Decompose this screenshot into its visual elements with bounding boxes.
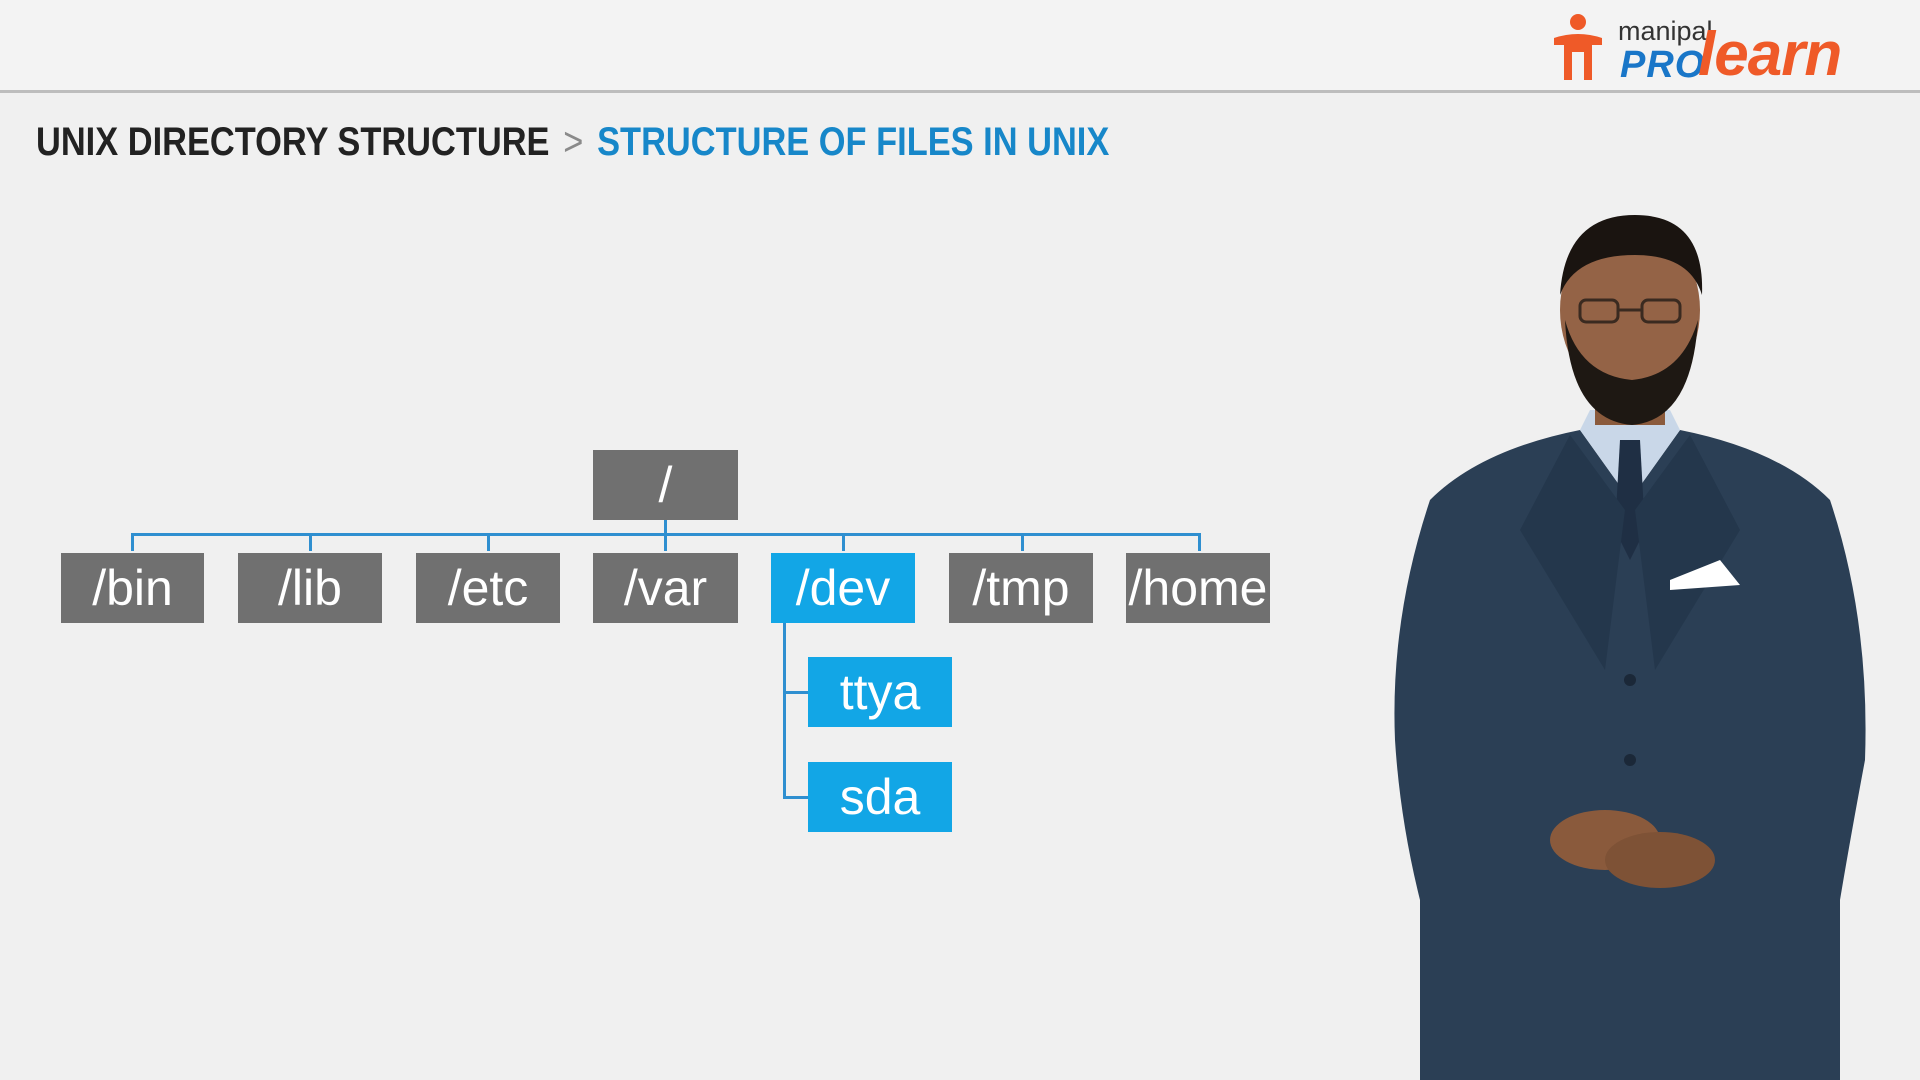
dev-branch-ttya	[783, 691, 808, 694]
logo-text-pro: PRO	[1620, 44, 1706, 86]
tree-node-var[interactable]: /var	[593, 553, 738, 623]
root-connector	[664, 520, 667, 535]
drop-tmp	[1021, 533, 1024, 551]
tree-node-home[interactable]: /home	[1126, 553, 1270, 623]
presenter-image	[1394, 215, 1866, 1080]
drop-home	[1198, 533, 1201, 551]
drop-var	[664, 533, 667, 551]
drop-etc	[487, 533, 490, 551]
tree-node-dev[interactable]: /dev	[771, 553, 915, 623]
tree-node-etc[interactable]: /etc	[416, 553, 560, 623]
drop-dev	[842, 533, 845, 551]
header-bar: manipal PRO learn	[0, 0, 1920, 90]
mascot-icon	[1554, 14, 1602, 80]
drop-lib	[309, 533, 312, 551]
breadcrumb-current: STRUCTURE OF FILES IN UNIX	[597, 119, 1110, 164]
breadcrumb-section: UNIX DIRECTORY STRUCTURE	[36, 119, 550, 164]
tree-node-bin[interactable]: /bin	[61, 553, 204, 623]
tree-node-root[interactable]: /	[593, 450, 738, 520]
dev-vertical-connector	[783, 621, 786, 799]
breadcrumb: UNIX DIRECTORY STRUCTURE > STRUCTURE OF …	[36, 112, 1109, 172]
tree-node-lib[interactable]: /lib	[238, 553, 382, 623]
tree-node-ttya[interactable]: ttya	[808, 657, 952, 727]
manipal-prolearn-logo: manipal PRO learn	[1548, 10, 1893, 89]
breadcrumb-separator: >	[563, 119, 584, 164]
logo-text-learn: learn	[1698, 20, 1842, 89]
tree-node-sda[interactable]: sda	[808, 762, 952, 832]
drop-bin	[131, 533, 134, 551]
dev-branch-sda	[783, 796, 808, 799]
header-divider	[0, 90, 1920, 93]
tree-node-tmp[interactable]: /tmp	[949, 553, 1093, 623]
logo-text-manipal: manipal	[1618, 16, 1713, 46]
